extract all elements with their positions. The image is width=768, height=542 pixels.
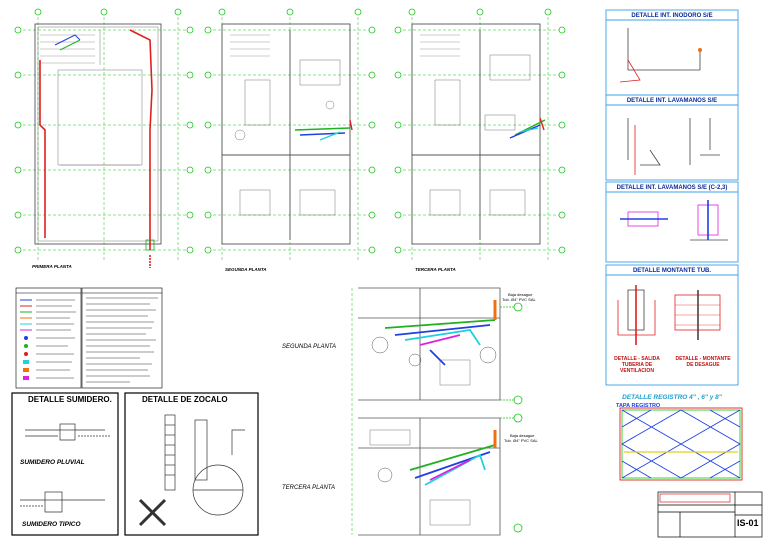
plan-tercera — [411, 23, 541, 245]
plan-title-segunda-detail: SEGUNDA PLANTA — [282, 344, 337, 350]
legend-text-lines — [36, 297, 158, 383]
detail-title-registro: DETALLE REGISTRO 4" , 6" y 8" — [622, 394, 722, 401]
legend-table — [15, 287, 163, 389]
sumidero-drawings — [20, 423, 110, 513]
sheet-number: IS-01 — [737, 518, 759, 528]
note-baja-desague-2b: Tub. Ø4" PVC SAL — [504, 438, 538, 443]
detail-title-lavamanos: DETALLE INT. LAVAMANOS S/E — [626, 98, 718, 104]
lavamanos-detail — [627, 118, 720, 175]
detail-title-sumidero: DETALLE SUMIDERO. — [28, 395, 112, 404]
axis-bubbles-lower — [351, 288, 523, 535]
plan-title-tercera-detail: TERCERA PLANTA — [282, 485, 336, 491]
legend-symbols — [20, 299, 32, 380]
plan-detail-segunda — [358, 287, 501, 401]
plan-segunda — [221, 23, 351, 245]
note-baja-desague-1b: Tub. Ø4" PVC SAL — [502, 297, 536, 302]
plan-title-segunda: SEGUNDA PLANTA — [225, 267, 267, 272]
note-baja-desague-2: Baja desague — [510, 433, 535, 438]
plan-primera — [34, 23, 162, 245]
plan-title-tercera: TERCERA PLANTA — [415, 267, 456, 272]
plan-detail-segunda-pipes — [384, 300, 497, 366]
detail-title-montante: DETALLE MONTANTE TUB. — [632, 268, 712, 274]
axis-bubbles — [14, 8, 566, 254]
plan-primera-pipes — [39, 29, 155, 268]
detail-title-salida-tuberia: DETALLE - SALIDA TUBERIA DE VENTILACION — [614, 356, 660, 374]
plan-segunda-pipes — [294, 119, 353, 141]
detail-title-lavamanos-c23: DETALLE INT. LAVAMANOS S/E (C-2,3) — [616, 185, 728, 191]
lavamanos-c23-detail — [620, 200, 728, 241]
plan-tercera-pipes — [509, 117, 546, 139]
zocalo-drawings — [138, 414, 245, 527]
inodoro-detail — [619, 28, 702, 83]
registro-detail — [619, 407, 743, 481]
detail-title-tapa: TAPA REGISTRO — [616, 403, 661, 409]
detalle-zocalo-frame — [124, 392, 259, 536]
label-sumidero-tipico: SUMIDERO TIPICO — [22, 521, 81, 528]
note-baja-desague-1: Baja desague — [508, 292, 533, 297]
detail-title-montante-desague: DETALLE - MONTANTE DE DESAGUE — [675, 356, 731, 368]
label-sumidero-pluvial: SUMIDERO PLUVIAL — [20, 459, 85, 466]
detail-panels-frame — [605, 9, 739, 386]
title-block — [657, 491, 763, 538]
montante-detail — [617, 285, 721, 345]
detail-title-zocalo: DETALLE DE ZOCALO — [142, 395, 228, 404]
plan-detail-tercera-pipes — [409, 430, 497, 486]
plan-title-primera: PRIMERA PLANTA — [32, 264, 72, 269]
detalle-sumidero-frame — [11, 392, 119, 536]
detail-title-inodoro: DETALLE INT. INODORO S/E — [631, 13, 713, 19]
